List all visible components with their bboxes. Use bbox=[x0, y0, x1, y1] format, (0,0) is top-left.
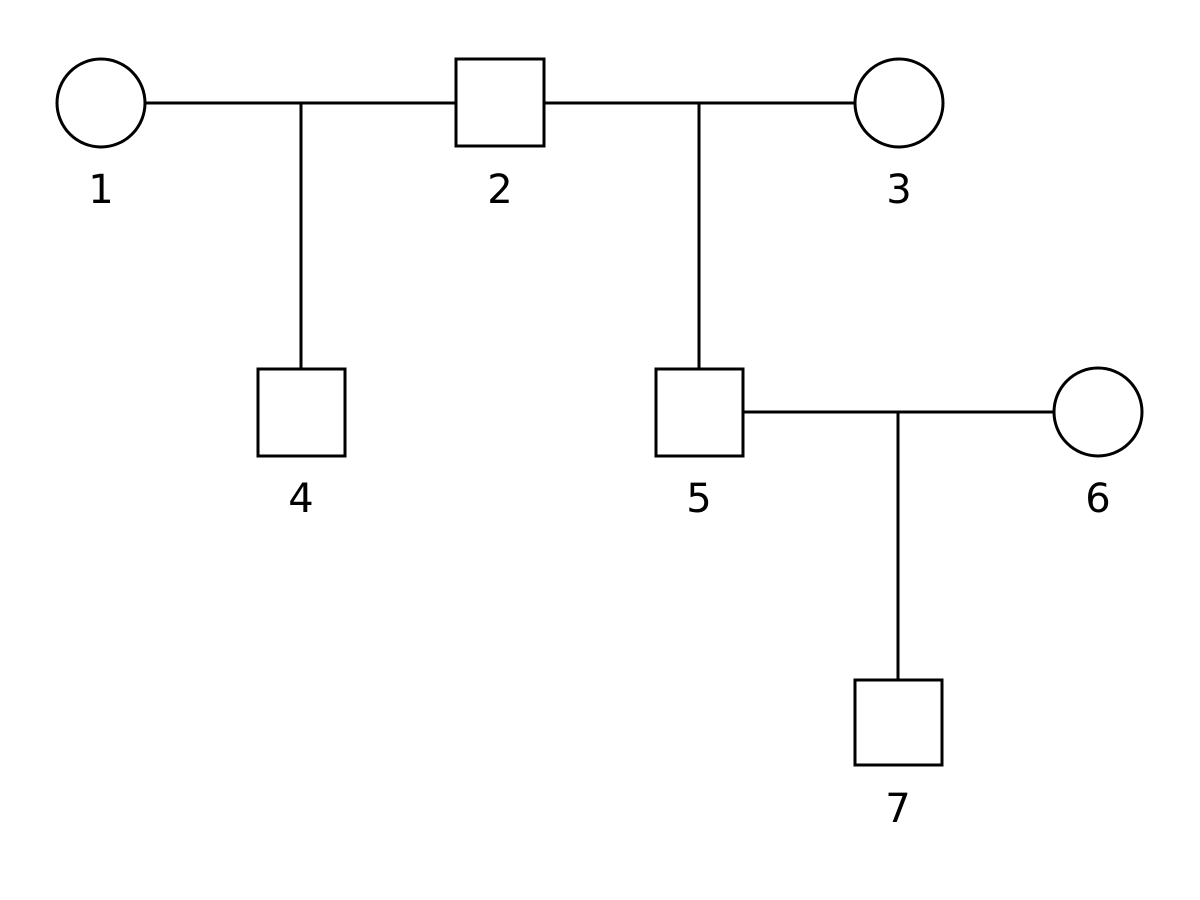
individual-4-label: 4 bbox=[288, 476, 314, 522]
individual-5-label: 5 bbox=[686, 476, 712, 522]
individual-7-male-square[interactable] bbox=[853, 678, 944, 767]
connector-group bbox=[145, 101, 1054, 680]
individual-symbol-group bbox=[55, 57, 1144, 767]
individual-5-male-square[interactable] bbox=[654, 367, 745, 458]
individual-7-label: 7 bbox=[885, 786, 911, 832]
individual-6-label: 6 bbox=[1085, 476, 1111, 522]
individual-3-female-circle[interactable] bbox=[853, 57, 945, 149]
individual-2-label: 2 bbox=[487, 167, 513, 213]
individual-1-female-circle[interactable] bbox=[55, 57, 147, 149]
individual-2-male-square[interactable] bbox=[454, 57, 546, 148]
individual-6-female-circle[interactable] bbox=[1052, 366, 1144, 458]
individual-1-label: 1 bbox=[88, 167, 114, 213]
individual-4-male-square[interactable] bbox=[256, 367, 347, 458]
individual-3-label: 3 bbox=[886, 167, 912, 213]
